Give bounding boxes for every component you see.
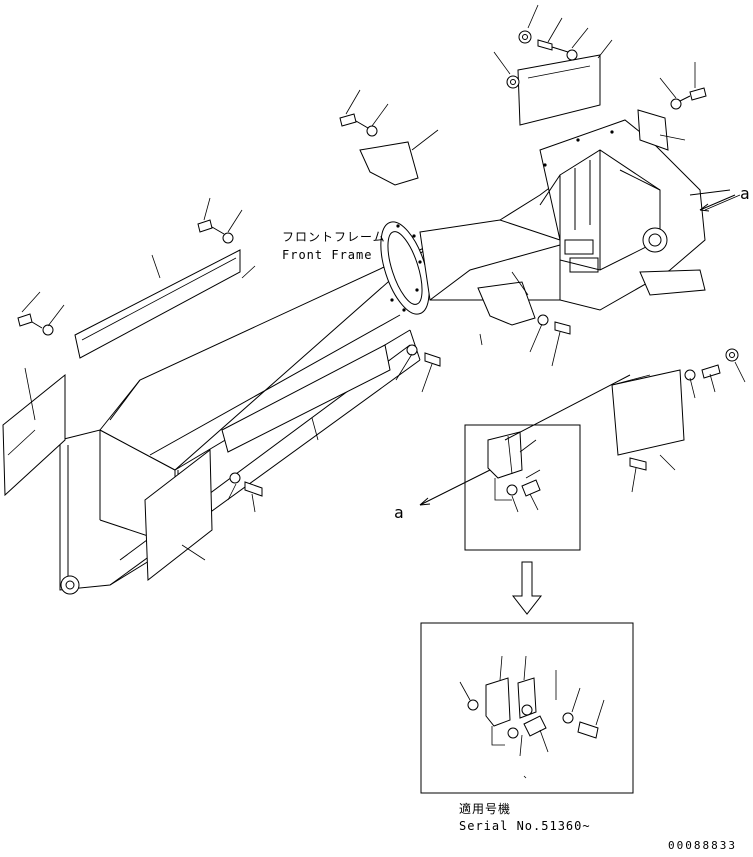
serial-number-label: Serial No.51360~ — [459, 819, 591, 833]
detail-box-2 — [420, 622, 634, 794]
view-arrow-label-left: a — [394, 503, 404, 522]
leader-lines — [7, 4, 746, 561]
front-frame-label-jp: フロントフレーム — [282, 230, 386, 244]
bolts-and-washers — [17, 30, 739, 497]
cover-panels — [2, 54, 685, 581]
detail-box-1 — [419, 374, 631, 551]
front-frame — [59, 119, 741, 595]
applicable-serial-label-jp: 適用号機 — [459, 802, 512, 816]
down-arrow — [511, 561, 543, 615]
front-frame-label-en: Front Frame — [282, 248, 373, 262]
view-arrow-label-right: a — [740, 184, 750, 203]
drawing-code: 00088833 — [668, 839, 737, 852]
